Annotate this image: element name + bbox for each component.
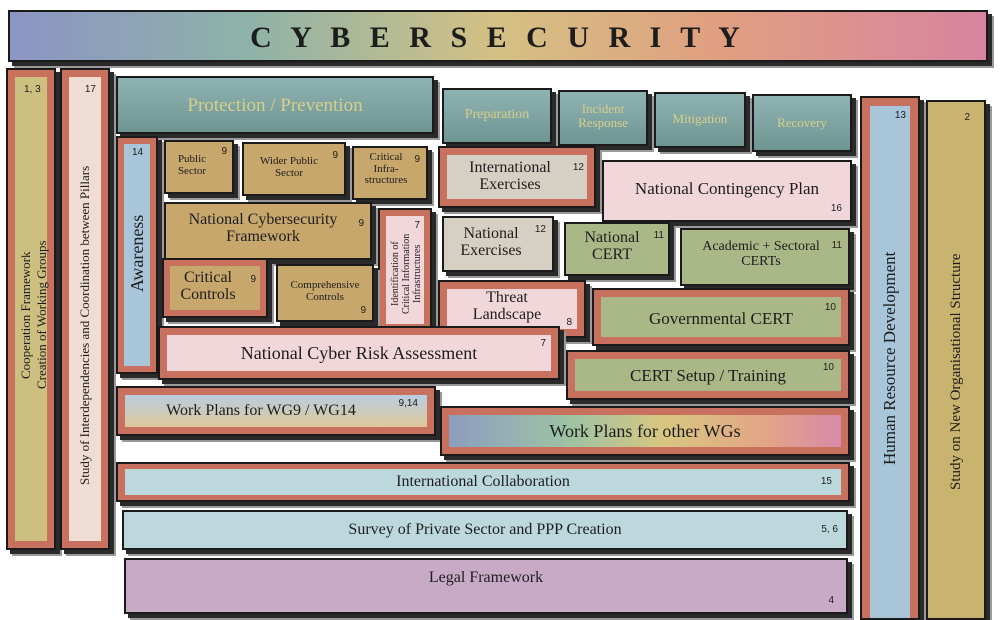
block-survey-private-sector-ppp: Survey of Private Sector and PPP Creatio…: [122, 510, 848, 550]
block-national-cyber-risk-assessment: National Cyber Risk Assessment 7: [158, 326, 560, 380]
pillar-cooperation-framework: 1, 3 Cooperation Framework Creation of W…: [6, 68, 56, 550]
ref-number: 14: [132, 147, 144, 158]
block-international-collaboration: International Collaboration 15: [116, 462, 850, 502]
block-cert-setup-training: CERT Setup / Training 10: [566, 350, 850, 400]
phase-preparation: Preparation: [442, 88, 552, 144]
phase-protection-prevention: Protection / Prevention: [116, 76, 434, 134]
ref-number: 2: [964, 112, 970, 123]
title-text: C Y B E R S E C U R I T Y: [250, 21, 746, 54]
phase-incident-response: Incident Response: [558, 90, 648, 146]
block-national-contingency-plan: National Contingency Plan 16: [602, 160, 852, 222]
block-work-plans-wg9-wg14: Work Plans for WG9 / WG14 9,14: [116, 386, 436, 436]
pillar-label: Study of Interdependencies and Coordinat…: [77, 165, 92, 485]
phase-recovery: Recovery: [752, 94, 852, 152]
awareness-block: 14 Awareness: [116, 136, 158, 374]
pillar-label: Study on New Organisational Structure: [948, 253, 964, 491]
title-bar: C Y B E R S E C U R I T Y: [8, 10, 988, 62]
pillar-new-organisational-structure: 2 Study on New Organisational Structure: [926, 100, 986, 620]
block-governmental-cert: Governmental CERT 10: [592, 288, 850, 346]
ref-number: 1, 3: [24, 84, 41, 95]
pillar-label: Cooperation Framework Creation of Workin…: [18, 240, 49, 390]
block-legal-framework: Legal Framework 4: [124, 558, 848, 614]
awareness-label: Awareness: [127, 214, 147, 292]
ref-number: 13: [894, 110, 906, 121]
pillar-human-resource-development: 13 Human Resource Development: [860, 96, 920, 620]
pillar-label: Human Resource Development: [880, 251, 899, 465]
pillar-study-interdependencies: 17 Study of Interdependencies and Coordi…: [60, 68, 110, 550]
ref-number: 17: [84, 84, 96, 95]
phase-mitigation: Mitigation: [654, 92, 746, 148]
block-work-plans-other-wgs: Work Plans for other WGs: [440, 406, 850, 456]
